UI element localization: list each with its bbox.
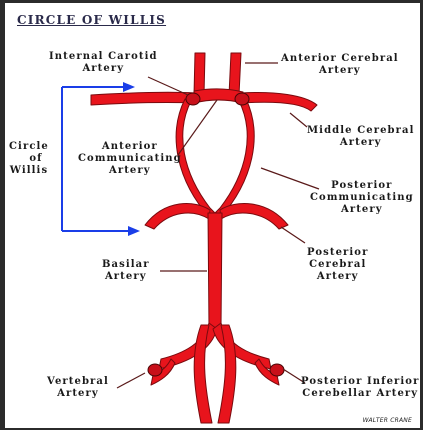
leader-vertebral bbox=[117, 373, 145, 388]
label-middle-cerebral-artery: Middle Cerebral Artery bbox=[307, 125, 415, 149]
diagram-panel: CIRCLE OF WILLIS bbox=[5, 3, 420, 428]
vertebral-knob-left bbox=[148, 364, 162, 376]
middle-cerebral-artery-left bbox=[91, 92, 195, 105]
bracket-arrow-bottom bbox=[128, 226, 140, 236]
posterior-cerebral-artery-right bbox=[220, 203, 288, 229]
label-vertebral-artery: Vertebral Artery bbox=[47, 376, 109, 400]
label-posterior-cerebral-artery: Posterior Cerebral Artery bbox=[307, 247, 368, 283]
posterior-communicating-right bbox=[213, 99, 254, 218]
posterior-cerebral-artery-left bbox=[145, 203, 210, 229]
leader-posterior-cerebral bbox=[281, 227, 305, 243]
anterior-cerebral-artery-left bbox=[194, 53, 205, 95]
artist-signature: WALTER CRANE bbox=[363, 417, 412, 424]
bracket-arrow-top bbox=[123, 82, 135, 92]
label-basilar-artery: Basilar Artery bbox=[102, 259, 150, 283]
vertebral-knob-right bbox=[270, 364, 284, 376]
posterior-communicating-left bbox=[176, 99, 217, 218]
label-posterior-communicating-artery: Posterior Communicating Artery bbox=[310, 180, 414, 216]
middle-cerebral-artery-right bbox=[241, 93, 317, 112]
label-circle-of-willis: Circle of Willis bbox=[9, 141, 49, 177]
anterior-cerebral-artery-right bbox=[229, 53, 241, 95]
internal-carotid-knob-left bbox=[186, 93, 200, 105]
label-internal-carotid-artery: Internal Carotid Artery bbox=[49, 51, 158, 75]
internal-carotid-knob-right bbox=[235, 93, 249, 105]
label-posterior-inferior-cerebellar-artery: Posterior Inferior Cerebellar Artery bbox=[301, 376, 419, 400]
label-anterior-cerebral-artery: Anterior Cerebral Artery bbox=[281, 53, 399, 77]
basilar-artery bbox=[208, 213, 222, 328]
leader-middle-cerebral bbox=[290, 113, 307, 127]
label-anterior-communicating-artery: Anterior Communicating Artery bbox=[78, 141, 182, 177]
